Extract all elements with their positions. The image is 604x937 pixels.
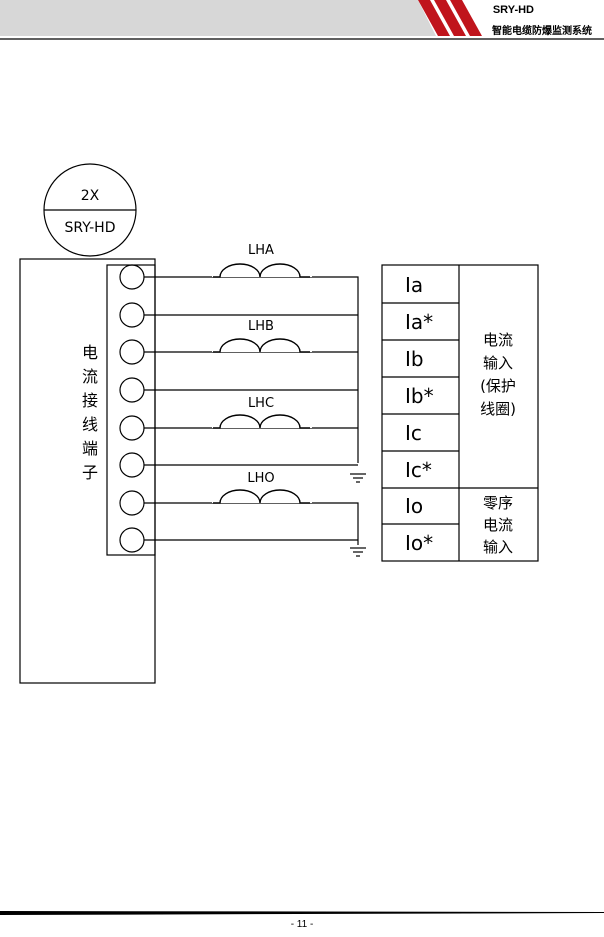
group-zero-label: 零序 电流 输入 bbox=[483, 494, 513, 556]
terminal-8 bbox=[119, 527, 145, 553]
terminal-3 bbox=[119, 339, 145, 365]
page-header: SRY-HD 智能电缆防爆监测系统 bbox=[0, 0, 604, 40]
badge-bottom-text: SRY-HD bbox=[65, 220, 116, 236]
label-char-3: 接 bbox=[82, 391, 98, 410]
terminal-6 bbox=[119, 452, 145, 478]
label-char-4: 线 bbox=[82, 415, 98, 434]
terminal-7 bbox=[119, 490, 145, 516]
pin-ia: Ia bbox=[405, 273, 423, 297]
header-red-stripe-2 bbox=[434, 0, 466, 36]
terminal-strip bbox=[106, 264, 156, 556]
pin-ic: Ic bbox=[405, 421, 422, 445]
terminal-5 bbox=[119, 415, 145, 441]
svg-text:输入: 输入 bbox=[483, 354, 513, 372]
coil-label-lha: LHA bbox=[248, 243, 274, 258]
terminal-1 bbox=[119, 264, 145, 290]
wire-lho-top bbox=[144, 502, 359, 545]
badge-top-text: 2X bbox=[81, 188, 100, 204]
group-current-label: 电流 输入 (保护 线圈) bbox=[480, 331, 516, 418]
svg-text:零序: 零序 bbox=[483, 494, 513, 512]
pin-ib: Ib bbox=[405, 347, 424, 371]
ground-symbol-1 bbox=[350, 473, 366, 483]
terminal-block-label: 电 流 接 线 端 子 bbox=[82, 343, 98, 482]
coil-label-lhb: LHB bbox=[248, 319, 274, 334]
label-char-6: 子 bbox=[82, 463, 98, 482]
label-char-1: 电 bbox=[82, 343, 98, 362]
coil-lhb bbox=[212, 338, 312, 353]
coil-lha bbox=[212, 263, 312, 278]
pin-io-star: Io* bbox=[405, 531, 433, 555]
svg-text:线圈): 线圈) bbox=[480, 400, 516, 418]
coil-lhc bbox=[212, 414, 312, 429]
header-red-stripe-3 bbox=[450, 0, 482, 36]
ground-symbol-2 bbox=[350, 547, 366, 557]
pin-ia-star: Ia* bbox=[405, 310, 433, 334]
coil-lho bbox=[212, 489, 312, 504]
pin-ic-star: Ic* bbox=[405, 458, 432, 482]
pin-ib-star: Ib* bbox=[405, 384, 434, 408]
header-system-name: 智能电缆防爆监测系统 bbox=[492, 26, 592, 37]
coil-label-lhc: LHC bbox=[248, 396, 274, 411]
header-red-stripe-1 bbox=[418, 0, 450, 36]
terminals bbox=[119, 264, 145, 553]
footer-rule bbox=[0, 911, 604, 915]
device-badge: 2X SRY-HD bbox=[43, 163, 137, 257]
header-product-name: SRY-HD bbox=[492, 4, 534, 16]
header-gray-band bbox=[0, 0, 436, 36]
label-char-2: 流 bbox=[82, 367, 98, 386]
svg-text:输入: 输入 bbox=[483, 538, 513, 556]
terminal-2 bbox=[119, 302, 145, 328]
page-number: - 11 - bbox=[290, 919, 314, 930]
svg-text:(保护: (保护 bbox=[480, 377, 516, 395]
wires bbox=[144, 276, 359, 545]
pin-labels: Ia Ia* Ib Ib* Ic Ic* Io Io* bbox=[405, 273, 434, 555]
coil-label-lho: LHO bbox=[247, 471, 274, 486]
input-table bbox=[381, 264, 539, 562]
pin-io: Io bbox=[405, 494, 423, 518]
label-char-5: 端 bbox=[82, 439, 98, 458]
terminal-4 bbox=[119, 377, 145, 403]
svg-text:电流: 电流 bbox=[483, 331, 513, 349]
header-graphic bbox=[0, 0, 604, 40]
svg-text:电流: 电流 bbox=[483, 516, 513, 534]
wire-lha-top bbox=[144, 276, 359, 463]
